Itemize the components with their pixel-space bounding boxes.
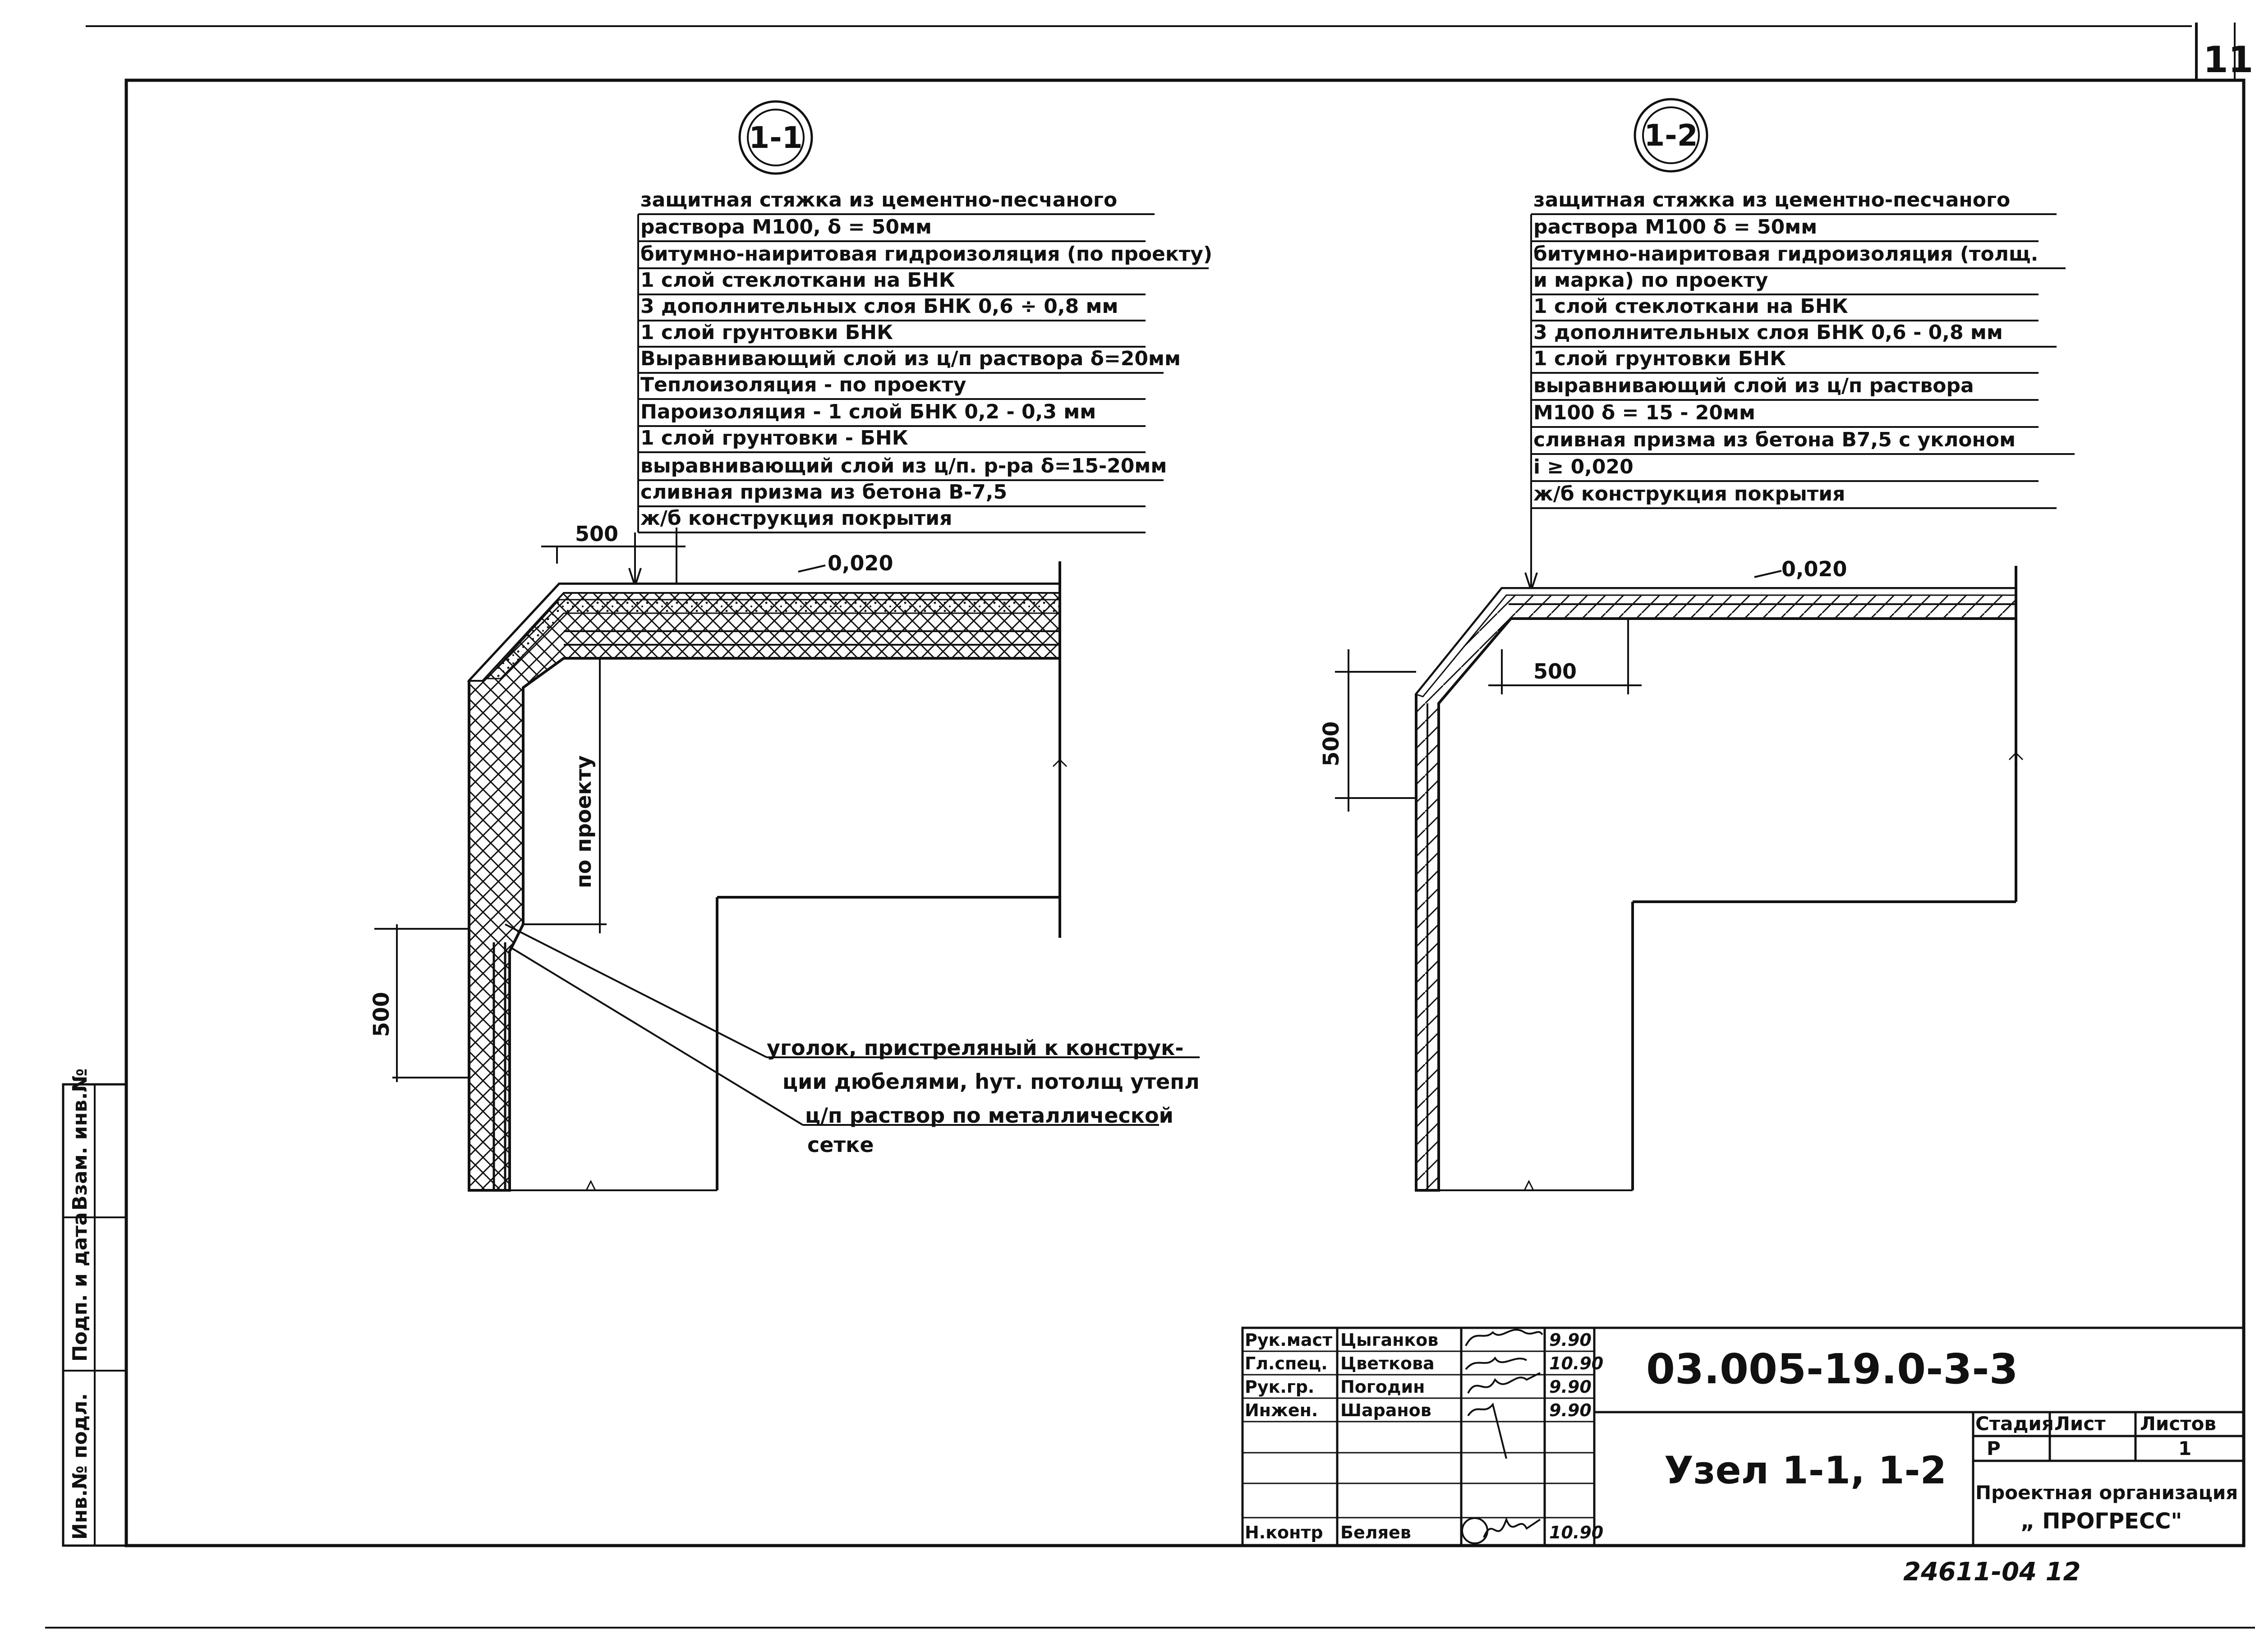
- name-label: Цыганков: [1340, 1330, 1438, 1350]
- section-marker-1-2: [1634, 98, 1708, 173]
- layer-label: 1 слой грунтовки - БНК: [640, 427, 908, 450]
- layer-label: 3 дополнительных слоя БНК 0,6 ÷ 0,8 мм: [640, 295, 1118, 318]
- layer-label: i ≥ 0,020: [1533, 455, 1634, 478]
- drawing-frame: [124, 78, 2246, 1547]
- title-block-row: Рук.гр. Погодин 9.90: [1245, 1377, 1592, 1397]
- layer-legend-1-1: защитная стяжка из цементно-песчаного ра…: [628, 188, 1212, 587]
- date-label: 9.90: [1549, 1400, 1592, 1420]
- dimension-bottom-1-1: 500: [369, 992, 394, 1037]
- slope-1-1: 0,020: [828, 551, 893, 575]
- date-label: 9.90: [1549, 1377, 1592, 1397]
- stage-header: Стадия: [1975, 1413, 2054, 1435]
- sheets-header: Листов: [2140, 1413, 2216, 1435]
- dimension-horizontal-1-2: 500: [1533, 659, 1577, 684]
- layer-label: битумно-наиритовая гидроизоляция (по про…: [640, 243, 1212, 266]
- layer-label: сливная призма из бетона В-7,5: [640, 481, 1007, 504]
- name-label: Беляев: [1340, 1523, 1411, 1542]
- callout-label: сетке: [807, 1133, 874, 1157]
- section-1-1: 1-1 защитная стяжка из цементно-песчаног…: [369, 100, 1212, 1192]
- layer-legend-1-2: защитная стяжка из цементно-песчаного ра…: [1524, 188, 2075, 591]
- layer-label: 3 дополнительных слоя БНК 0,6 - 0,8 мм: [1533, 321, 2003, 344]
- layer-label: раствора М100, δ = 50мм: [640, 216, 932, 239]
- organization-line-1: Проектная организация: [1975, 1482, 2238, 1504]
- role-label: Гл.спец.: [1245, 1354, 1328, 1373]
- layer-label: 1 слой грунтовки БНК: [640, 321, 893, 344]
- title-block-row: Инжен. Шаранов 9.90: [1245, 1400, 1592, 1420]
- wall-section-1-1: [467, 561, 1068, 1192]
- layer-label: М100 δ = 15 - 20мм: [1533, 401, 1755, 424]
- layer-label: раствора М100 δ = 50мм: [1533, 216, 1817, 239]
- layer-label: выравнивающий слой из ц/п. р-ра δ=15-20м…: [640, 454, 1167, 477]
- date-label: 9.90: [1549, 1330, 1592, 1350]
- drawing-title: Узел 1-1, 1-2: [1664, 1448, 1947, 1492]
- dimension-top-1-1: [541, 528, 686, 584]
- layer-label: Теплоизоляция - по проекту: [640, 373, 966, 396]
- wall-section-1-2: [1415, 566, 2024, 1192]
- layer-label: 1 слой стеклоткани на БНК: [640, 269, 955, 292]
- layer-label: Пароизоляция - 1 слой БНК 0,2 - 0,3 мм: [640, 400, 1096, 423]
- title-block-row: Н.контр Беляев 10.90: [1245, 1523, 1603, 1542]
- organization-name: „ ПРОГРЕСС": [2020, 1509, 2182, 1534]
- callout-label: уголок, пристреляный к конструк-: [767, 1036, 1183, 1060]
- callout-label: ц/п раствор по металлической: [805, 1103, 1174, 1128]
- callout-label: ции дюбелями, hут. потолщ утепл: [782, 1069, 1200, 1094]
- stamp-signature-date: Подп. и дата: [69, 1212, 92, 1362]
- layer-label: ж/б конструкция покрытия: [1533, 482, 1845, 505]
- layer-label: выравнивающий слой из ц/п раствора: [1533, 374, 1974, 397]
- role-label: Рук.гр.: [1245, 1377, 1314, 1397]
- dimension-top-value: 500: [575, 522, 618, 546]
- side-stamp: Инв.№ подл. Подп. и дата Взам. инв.№: [62, 1068, 128, 1547]
- layer-label: ж/б конструкция покрытия: [640, 507, 952, 530]
- document-code: 03.005-19.0-3-3: [1646, 1345, 2018, 1393]
- layer-label: битумно-наиритовая гидроизоляция (толщ.: [1533, 243, 2038, 266]
- sheets-value: 1: [2178, 1437, 2191, 1459]
- layer-label: Выравнивающий слой из ц/п раствора δ=20м…: [640, 347, 1181, 370]
- date-label: 10.90: [1549, 1354, 1603, 1373]
- dimension-vertical-1-2: 500: [1319, 721, 1344, 766]
- title-block-row: Рук.маст Цыганков 9.90: [1245, 1330, 1592, 1350]
- archive-number: 24611-04 12: [1903, 1557, 2080, 1587]
- name-label: Шаранов: [1340, 1400, 1431, 1420]
- section-marker-1-1: [738, 100, 813, 175]
- stamp-inv-replaced: Взам. инв.№: [69, 1068, 92, 1211]
- section-1-2: 1-2 защитная стяжка из цементно-песчаног…: [1319, 98, 2075, 1192]
- layer-label: защитная стяжка из цементно-песчаного: [1533, 188, 2010, 211]
- name-label: Цветкова: [1340, 1354, 1435, 1373]
- sheet-number-box: 11: [2195, 23, 2253, 81]
- date-label: 10.90: [1549, 1523, 1603, 1542]
- slope-1-2: 0,020: [1781, 557, 1847, 581]
- role-label: Н.контр: [1245, 1523, 1323, 1542]
- layer-label: сливная призма из бетона В7,5 с уклоном: [1533, 428, 2016, 451]
- name-label: Погодин: [1340, 1377, 1425, 1397]
- section-id-1-1: 1-1: [749, 120, 802, 155]
- layer-label: и марка) по проекту: [1533, 269, 1768, 292]
- section-id-1-2: 1-2: [1644, 118, 1698, 153]
- title-block-row: Гл.спец. Цветкова 10.90: [1245, 1354, 1603, 1373]
- role-label: Рук.маст: [1245, 1330, 1332, 1350]
- layer-label: 1 слой грунтовки БНК: [1533, 347, 1786, 370]
- callouts-1-1: уголок, пристреляный к конструк- ции дюб…: [767, 1036, 1200, 1157]
- role-label: Инжен.: [1245, 1400, 1318, 1420]
- title-block: Рук.маст Цыганков 9.90 Гл.спец. Цветкова…: [1241, 1326, 2245, 1547]
- sheet-number: 11: [2203, 39, 2253, 81]
- stage-value: Р: [1987, 1437, 2001, 1459]
- layer-label: защитная стяжка из цементно-песчаного: [640, 188, 1117, 211]
- sheet-header: Лист: [2054, 1413, 2106, 1435]
- stamp-inv-original: Инв.№ подл.: [69, 1393, 92, 1540]
- layer-label: 1 слой стеклоткани на БНК: [1533, 295, 1848, 318]
- dimension-vertical-1-1: по проекту: [571, 755, 596, 888]
- signatures: [1461, 1329, 1543, 1544]
